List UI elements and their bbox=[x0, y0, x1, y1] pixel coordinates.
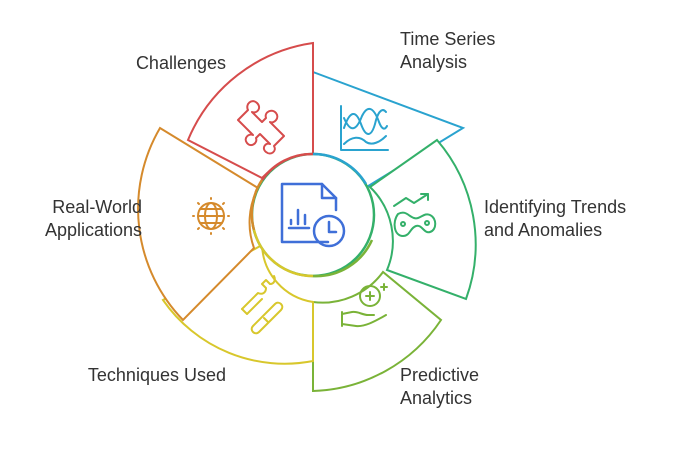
label-techniques: Techniques Used bbox=[87, 365, 226, 385]
trend-pattern-icon bbox=[393, 193, 437, 237]
segment-trends bbox=[368, 138, 477, 301]
tools-icon bbox=[241, 275, 284, 335]
hand-coin-icon bbox=[341, 283, 388, 328]
center-arc-red bbox=[260, 152, 314, 181]
center-arc-olive bbox=[312, 239, 374, 278]
label-challenges: Challenges bbox=[135, 53, 226, 73]
wave-chart-icon bbox=[340, 105, 389, 151]
segment-real-world bbox=[137, 126, 260, 322]
globe-icon bbox=[192, 197, 230, 235]
center-arc-blue bbox=[312, 152, 368, 185]
center-arc-orange bbox=[250, 179, 264, 231]
puzzle-icon bbox=[237, 100, 285, 155]
segment-techniques bbox=[161, 243, 314, 365]
report-clock-icon bbox=[280, 182, 346, 248]
center-arc-yellow bbox=[252, 229, 314, 278]
segment-predictive bbox=[312, 270, 443, 393]
